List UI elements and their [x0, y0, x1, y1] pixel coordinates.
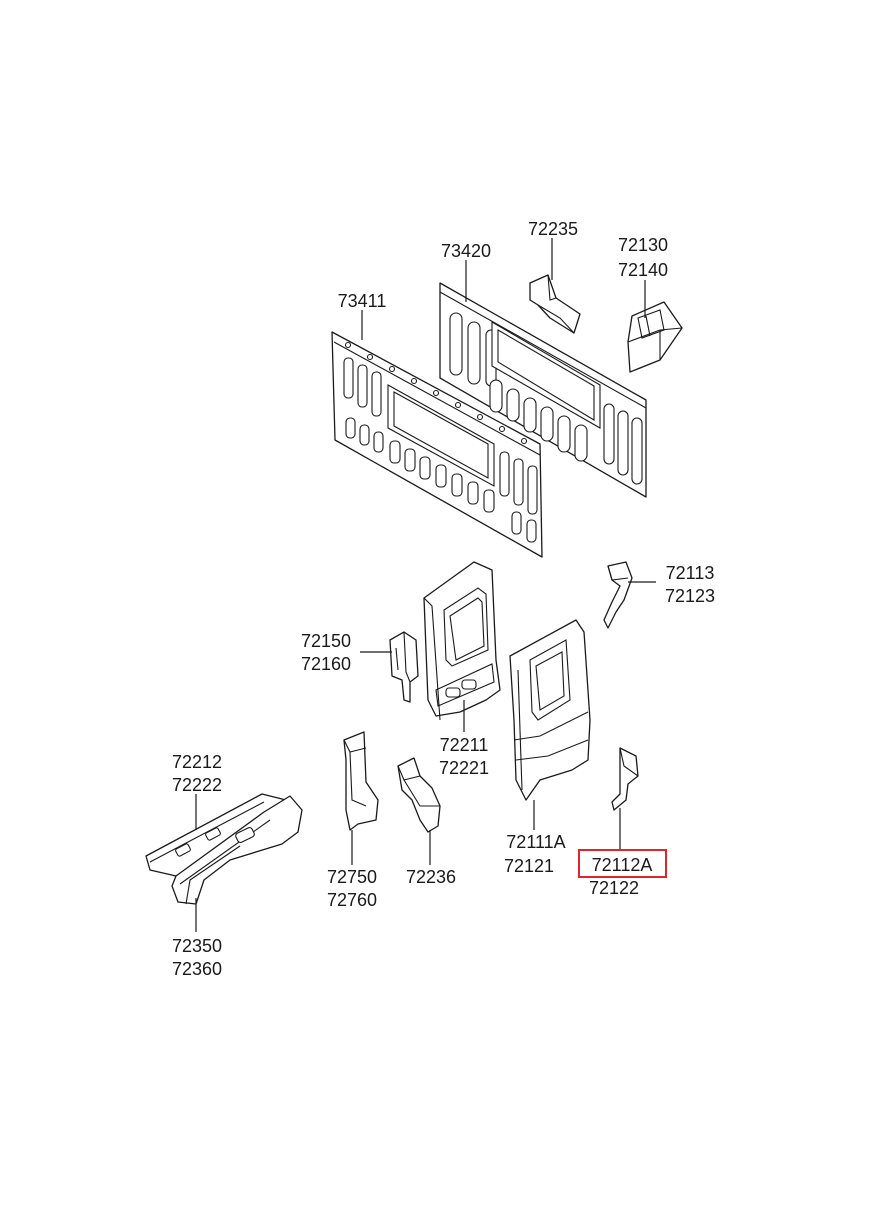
callout-72150[interactable]: 72150 72160: [301, 631, 351, 674]
callout-72112A-line-1: 72112A: [592, 855, 653, 875]
part-72235-bracket[interactable]: [529, 274, 581, 334]
callout-72113[interactable]: 72113 72123: [665, 563, 715, 606]
callout-72212[interactable]: 72212 72222: [172, 752, 222, 795]
callout-72111A-line-2: 72121: [504, 856, 554, 876]
callout-72212-line-2: 72222: [172, 775, 222, 795]
part-72112A-bracket[interactable]: [611, 747, 639, 811]
callout-72111A-line-1: 72111A: [506, 832, 565, 852]
callout-72350-line-2: 72360: [172, 959, 222, 979]
part-72750-reinforcement[interactable]: [343, 731, 379, 831]
callout-72750[interactable]: 72750 72760: [327, 867, 377, 910]
callout-72112A[interactable]: 72112A 72122: [578, 849, 667, 898]
callout-73411[interactable]: 73411: [338, 291, 387, 311]
callout-72130-line-1: 72130: [618, 235, 668, 255]
callout-72750-line-2: 72760: [327, 890, 377, 910]
callout-72211[interactable]: 72211 72221: [439, 735, 489, 778]
callout-72235[interactable]: 72235: [528, 219, 578, 239]
part-72113-bracket[interactable]: [603, 561, 633, 629]
callout-72113-line-1: 72113: [666, 563, 715, 583]
callout-72236[interactable]: 72236: [406, 867, 456, 887]
callout-72130[interactable]: 72130 72140: [618, 235, 668, 280]
part-73411-panel[interactable]: [331, 331, 543, 558]
callout-72236-line-1: 72236: [406, 867, 456, 887]
callout-73420[interactable]: 73420: [441, 241, 491, 261]
part-72211-pillar[interactable]: [423, 561, 501, 721]
callout-72130-line-2: 72140: [618, 260, 668, 280]
callout-73420-line-1: 73420: [441, 241, 491, 261]
part-73420-panel[interactable]: [439, 282, 647, 498]
callout-72211-line-1: 72211: [440, 735, 489, 755]
callout-72750-line-1: 72750: [327, 867, 377, 887]
part-72111A-pillar[interactable]: [509, 619, 591, 801]
part-72350-sill-extension[interactable]: [171, 795, 303, 905]
callout-72112A-line-2: 72122: [589, 878, 639, 898]
part-72236-bracket[interactable]: [397, 757, 441, 833]
leader-lines: [195, 238, 656, 932]
callout-72112A-highlight-box: [578, 849, 667, 878]
callout-72113-line-2: 72123: [665, 586, 715, 606]
callout-72150-line-2: 72160: [301, 654, 351, 674]
callout-72111A[interactable]: 72111A 72121: [504, 832, 566, 876]
callout-72150-line-1: 72150: [301, 631, 351, 651]
part-72150-bracket[interactable]: [389, 631, 419, 703]
part-72130-gusset[interactable]: [627, 301, 683, 373]
callout-72235-line-1: 72235: [528, 219, 578, 239]
callout-72350[interactable]: 72350 72360: [172, 936, 222, 979]
callout-72212-line-1: 72212: [172, 752, 222, 772]
callout-72211-line-2: 72221: [439, 758, 489, 778]
callout-72350-line-1: 72350: [172, 936, 222, 956]
callout-73411-line-1: 73411: [338, 291, 387, 311]
